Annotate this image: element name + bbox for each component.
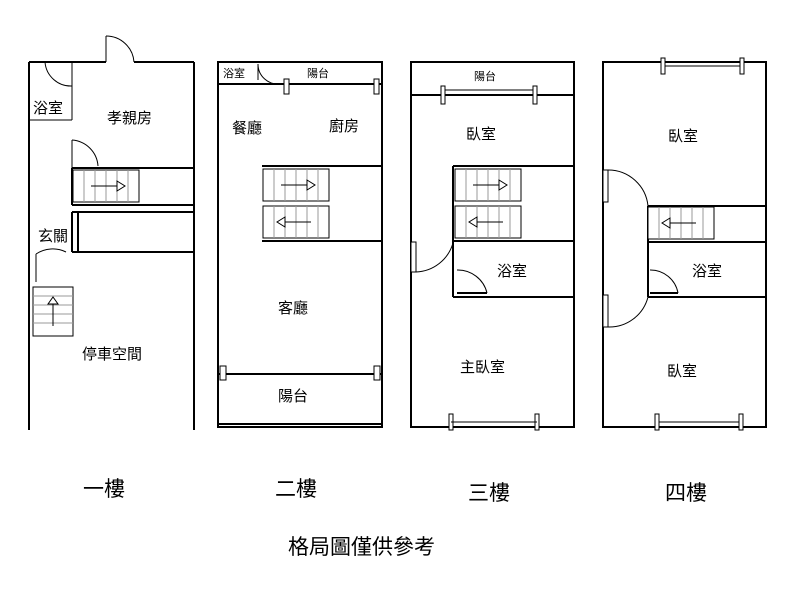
floor-1-title: 一樓 (83, 477, 125, 501)
disclaimer-note: 格局圖僅供參考 (288, 535, 435, 559)
floor-2-top-balcony-label: 陽台 (307, 66, 329, 80)
floor-1-foyer-label: 玄關 (38, 227, 68, 245)
floor-2-plan (217, 61, 383, 428)
floor-4-top-bedroom-label: 臥室 (668, 127, 698, 145)
floor-3-plan (410, 61, 575, 431)
floor-3-balcony-label: 陽台 (474, 69, 496, 83)
floor-1-parking-label: 停車空間 (82, 345, 142, 363)
floor-2-kitchen-label: 廚房 (329, 117, 359, 135)
floor-3-bathroom-label: 浴室 (497, 262, 527, 280)
floor-4-title: 四樓 (665, 481, 707, 505)
floor-2-bottom-balcony-label: 陽台 (278, 387, 308, 405)
floor-3-bedroom-label: 臥室 (466, 125, 496, 143)
floor-2-dining-label: 餐廳 (232, 119, 262, 137)
floor-2-bathroom-label: 浴室 (223, 66, 245, 80)
floor-1-elder-room-label: 孝親房 (107, 109, 152, 127)
floor-3-title: 三樓 (468, 481, 510, 505)
floor-1-plan (28, 35, 195, 430)
floor-2-living-label: 客廳 (278, 299, 308, 317)
floor-1-bathroom-label: 浴室 (33, 99, 63, 117)
floor-2-title: 二樓 (275, 477, 317, 501)
floor-4-plan (602, 57, 767, 431)
floor-4-bathroom-label: 浴室 (692, 262, 722, 280)
floor-3-master-bedroom-label: 主臥室 (460, 358, 505, 376)
floor-4-bottom-bedroom-label: 臥室 (667, 362, 697, 380)
